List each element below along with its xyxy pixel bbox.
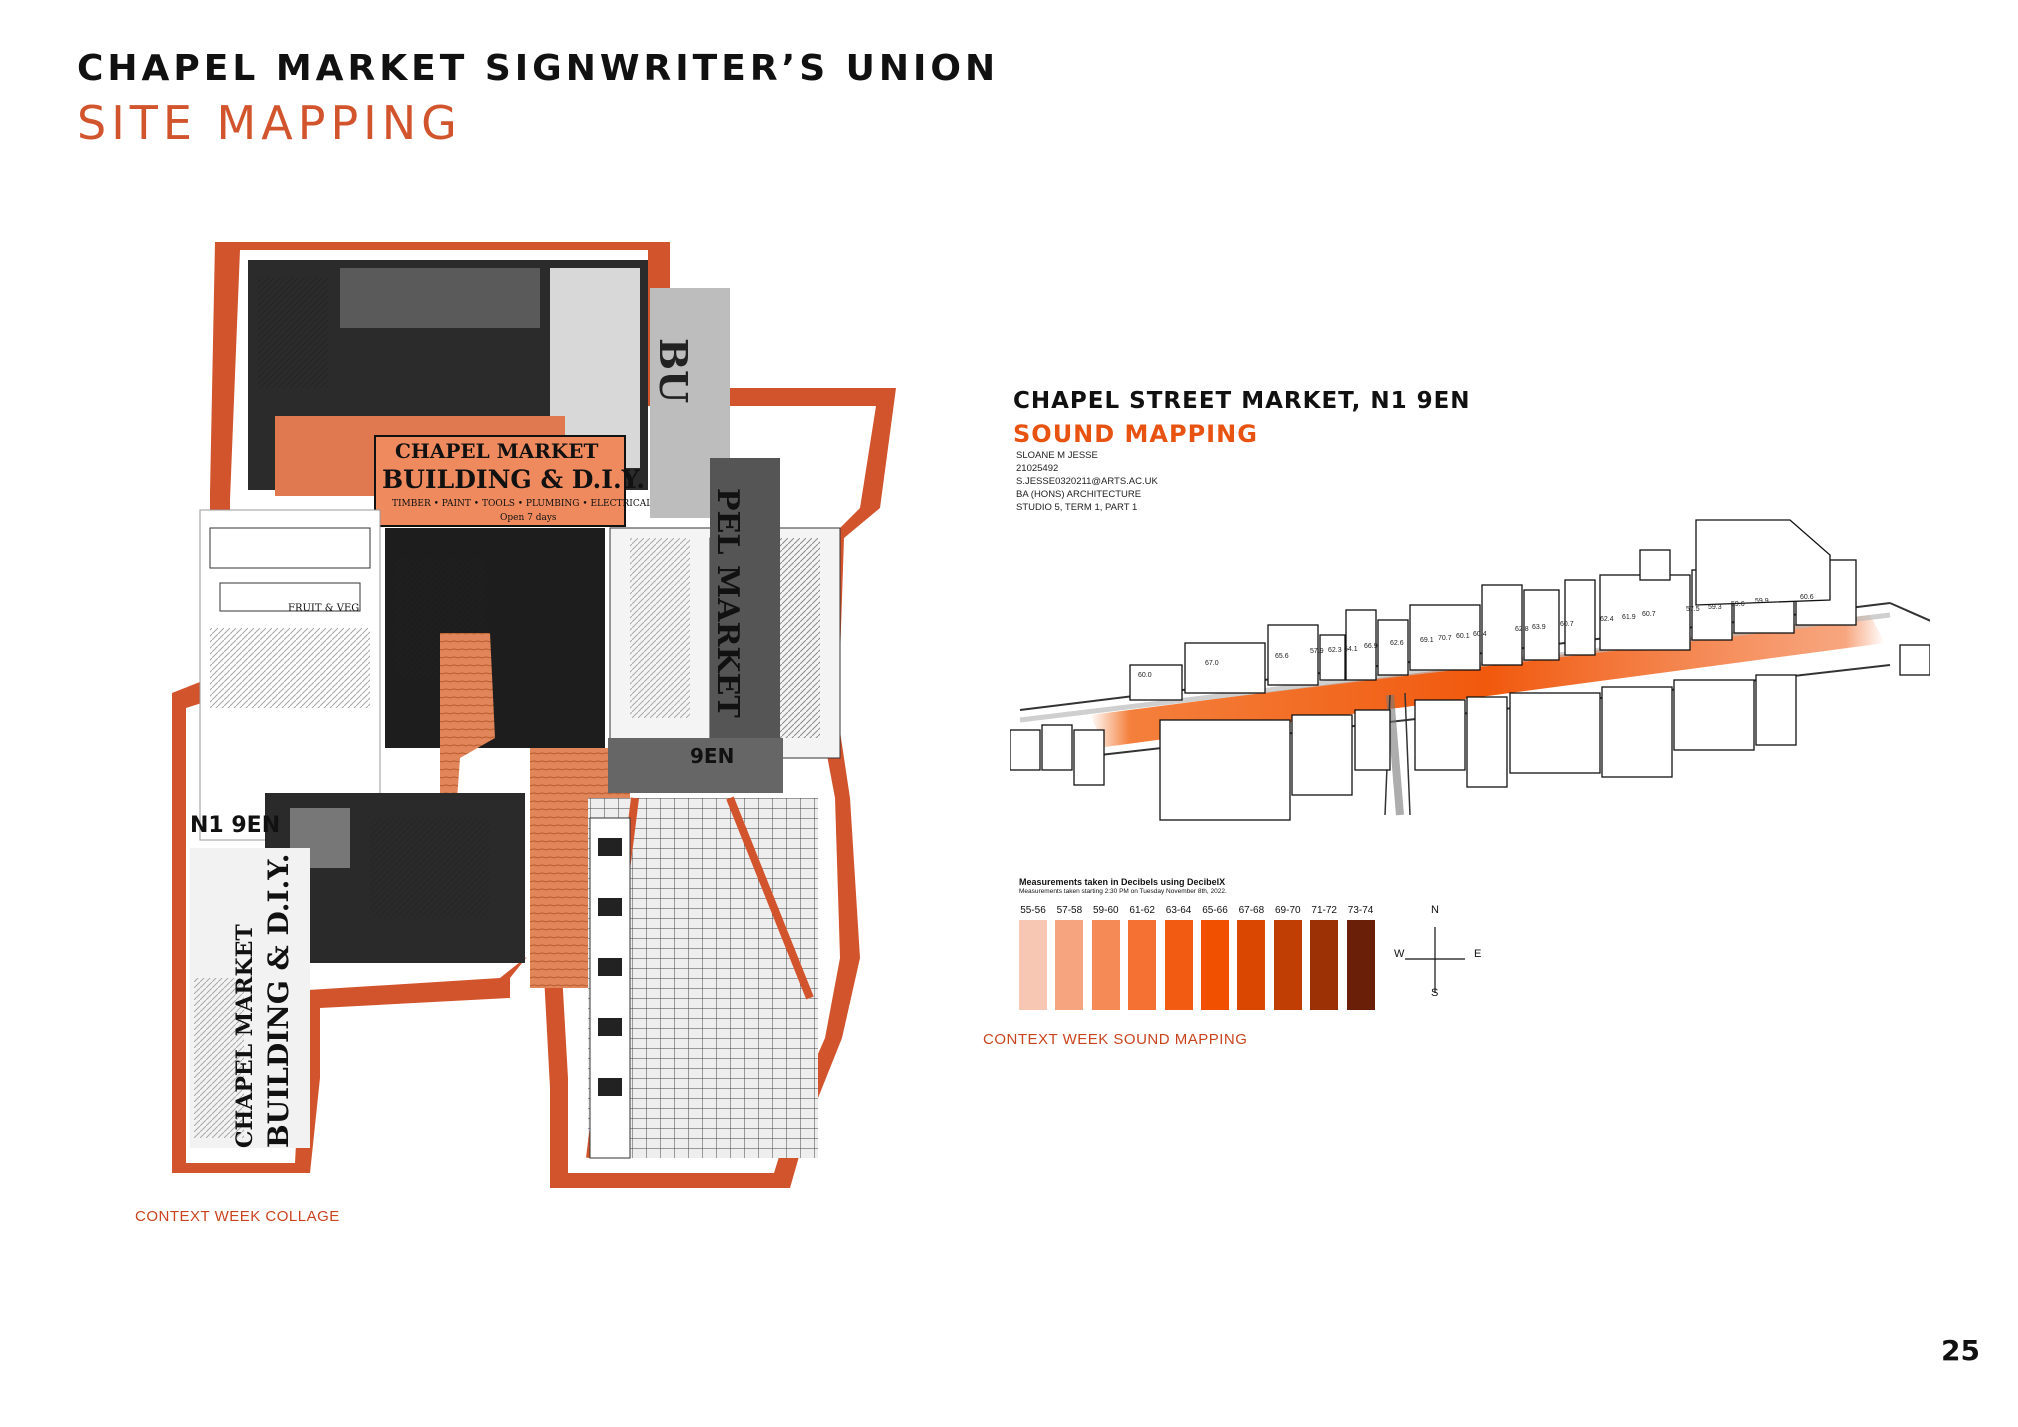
reading-17: 61.9	[1622, 614, 1636, 621]
legend-item: 67-68	[1237, 905, 1266, 1010]
legend-item: 71-72	[1310, 905, 1339, 1010]
reading-9: 69.1	[1420, 637, 1434, 644]
reading-7: 66.9	[1364, 643, 1378, 650]
vertical-sign-bu: BU	[651, 338, 696, 403]
compass-south: S	[1431, 987, 1439, 999]
studio: STUDIO 5, TERM 1, PART 1	[1016, 502, 1138, 513]
reading-11: 60.1	[1456, 633, 1470, 640]
reading-22: 59.9	[1755, 598, 1769, 605]
legend-title: Measurements taken in Decibels using Dec…	[1019, 877, 1226, 887]
course: BA (HONS) ARCHITECTURE	[1016, 489, 1142, 500]
legend-item-swatch	[1091, 920, 1120, 1010]
reading-3: 65.6	[1275, 653, 1289, 660]
legend-item-swatch	[1273, 920, 1302, 1010]
reading-8: 62.6	[1390, 640, 1404, 647]
legend-item-swatch	[1128, 920, 1157, 1010]
legend-item-label: 73-74	[1347, 905, 1374, 916]
author-details: SLOANE M JESSE 21025492 S.JESSE0320211@A…	[1016, 449, 1158, 514]
reading-5: 62.3	[1328, 647, 1342, 654]
legend-item: 55-56	[1019, 905, 1047, 1010]
legend-item-label: 65-66	[1202, 905, 1228, 916]
collage-caption: CONTEXT WEEK COLLAGE	[135, 1208, 340, 1225]
legend-item-label: 69-70	[1275, 905, 1301, 916]
decibel-readings: 60.0 67.0 65.6 57.9 62.3 64.1 66.9 62.6 …	[1138, 594, 1814, 679]
vertical-text-chapel-market: CHAPEL MARKET	[232, 924, 258, 1148]
legend-item-label: 71-72	[1311, 905, 1337, 916]
reading-6: 64.1	[1344, 646, 1358, 653]
reading-10: 70.7	[1438, 635, 1452, 642]
legend-note: Measurements taken starting 2:30 PM on T…	[1019, 888, 1227, 895]
street-map: 60.0 67.0 65.6 57.9 62.3 64.1 66.9 62.6 …	[1010, 519, 1930, 821]
page-subtitle: SITE MAPPING	[77, 96, 462, 150]
vertical-sign-market: PEL MARKET	[710, 488, 745, 718]
compass-west: W	[1394, 948, 1405, 960]
sound-map-subheading: SOUND MAPPING	[1013, 420, 1258, 448]
page-number: 25	[1941, 1334, 1980, 1367]
legend-item-swatch	[1019, 920, 1047, 1010]
legend-item-label: 63-64	[1165, 905, 1192, 916]
sign-text-line3: TIMBER • PAINT • TOOLS • PLUMBING • ELEC…	[392, 499, 652, 509]
legend-item-swatch	[1310, 920, 1339, 1010]
collage-image: CHAPEL MARKET BUILDING & D.I.Y. TIMBER •…	[172, 242, 896, 1188]
reading-20: 59.3	[1708, 604, 1722, 611]
reading-16: 62.4	[1600, 616, 1614, 623]
legend-item-swatch	[1201, 920, 1229, 1010]
reading-19: 57.5	[1686, 606, 1700, 613]
legend-item: 63-64	[1164, 905, 1193, 1010]
legend-item-swatch	[1237, 920, 1266, 1010]
reading-12: 60.4	[1473, 631, 1487, 638]
postcode-label: N1 9EN	[190, 813, 280, 838]
legend-item: 69-70	[1273, 905, 1302, 1010]
reading-2: 67.0	[1205, 660, 1219, 667]
fruit-sign: FRUIT & VEG	[288, 603, 359, 614]
legend-item: 73-74	[1346, 905, 1375, 1010]
vertical-text-building: BUILDING & D.I.Y.	[262, 853, 295, 1148]
legend-item-label: 67-68	[1238, 905, 1265, 916]
reading-4: 57.9	[1310, 648, 1324, 655]
sign-text-line4: Open 7 days	[500, 513, 557, 523]
compass-east: E	[1474, 948, 1482, 960]
legend-item: 57-58	[1055, 905, 1084, 1010]
legend-item-swatch	[1055, 920, 1084, 1010]
sign-text-line1: CHAPEL MARKET	[395, 439, 599, 463]
sound-map-caption: CONTEXT WEEK SOUND MAPPING	[983, 1031, 1248, 1048]
student-number: 21025492	[1016, 463, 1059, 474]
reading-23: 60.6	[1800, 594, 1814, 601]
legend-item-label: 59-60	[1093, 905, 1119, 916]
legend-item-label: 61-62	[1129, 905, 1155, 916]
email: S.JESSE0320211@ARTS.AC.UK	[1016, 476, 1158, 487]
reading-21: 59.6	[1731, 601, 1745, 608]
page-title: CHAPEL MARKET SIGNWRITER’S UNION	[77, 48, 1000, 89]
compass-icon	[1405, 927, 1465, 993]
legend-item: 65-66	[1201, 905, 1229, 1010]
author-name: SLOANE M JESSE	[1016, 450, 1098, 461]
legend-item-swatch	[1164, 920, 1193, 1010]
reading-15: 60.7	[1560, 621, 1574, 628]
legend-item-label: 55-56	[1020, 905, 1046, 916]
reading-18: 60.7	[1642, 611, 1656, 618]
legend-item: 61-62	[1128, 905, 1157, 1010]
legend-item-label: 57-58	[1056, 905, 1083, 916]
reading-1: 60.0	[1138, 672, 1152, 679]
reading-13: 62.8	[1515, 626, 1529, 633]
sign-text-line2: BUILDING & D.I.Y.	[382, 465, 645, 494]
sign-9en: 9EN	[690, 744, 734, 768]
sound-map-heading: CHAPEL STREET MARKET, N1 9EN	[1013, 388, 1471, 414]
compass-north: N	[1431, 904, 1439, 916]
legend-item: 59-60	[1091, 905, 1120, 1010]
reading-14: 63.9	[1532, 624, 1546, 631]
legend-item-swatch	[1346, 920, 1375, 1010]
